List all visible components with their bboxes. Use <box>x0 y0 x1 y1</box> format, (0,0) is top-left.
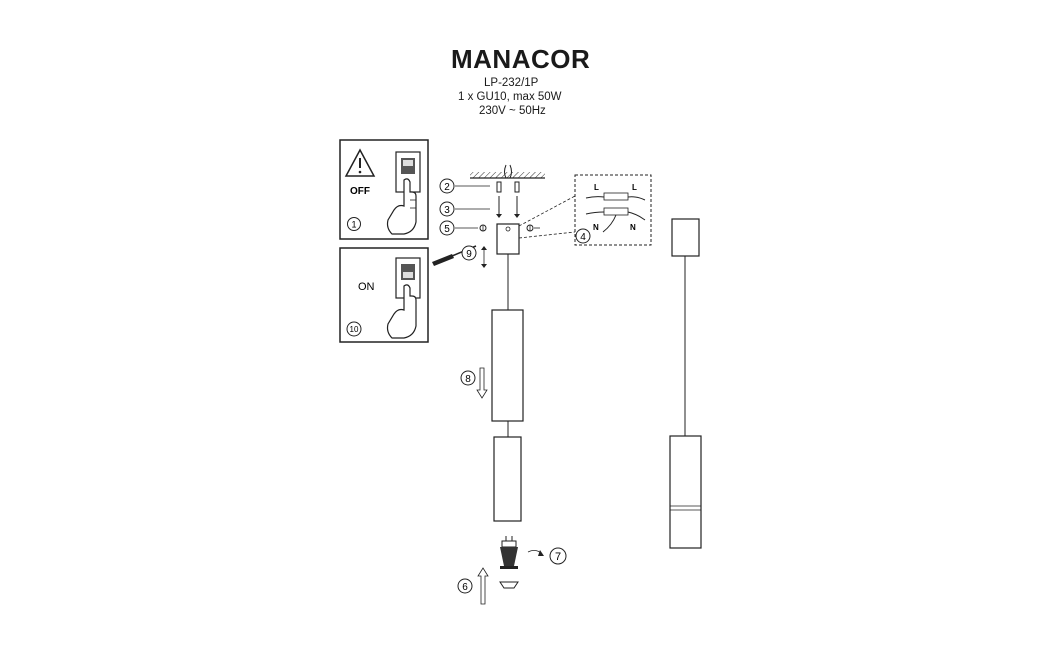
product-title: MANACOR <box>451 44 591 74</box>
warning-icon <box>344 148 376 177</box>
off-step-number: 1 <box>351 220 356 230</box>
svg-text:9: 9 <box>466 249 472 260</box>
neutral-label-left: N <box>593 223 599 232</box>
wall-plugs <box>496 181 520 193</box>
off-label: OFF <box>350 186 370 197</box>
ceiling <box>470 164 545 179</box>
step-6-callout: 6 <box>457 567 489 605</box>
step-5-callout: 5 <box>439 220 478 236</box>
neutral-label-right: N <box>630 223 636 232</box>
svg-text:7: 7 <box>555 551 561 563</box>
bulb-spec: 1 x GU10, max 50W <box>458 91 562 103</box>
lamp-ring <box>499 581 519 589</box>
svg-text:3: 3 <box>444 205 450 216</box>
hand-icon <box>386 178 417 235</box>
step-7-callout: 7 <box>527 547 567 565</box>
power-on-panel: ON 10 <box>339 247 429 343</box>
step-8-callout: 8 <box>460 367 488 399</box>
model-number: LP-232/1P <box>484 77 539 89</box>
exploded-lamp <box>491 254 524 522</box>
voltage-spec: 230V ~ 50Hz <box>479 105 546 117</box>
canopy <box>496 223 520 255</box>
on-step-number: 10 <box>350 325 359 334</box>
live-label-right: L <box>632 183 637 192</box>
bulb-icon <box>500 536 518 569</box>
step-3-callout: 3 <box>439 201 490 217</box>
power-off-panel: OFF 1 <box>339 139 429 240</box>
hand-icon <box>386 284 417 339</box>
canopy-screws <box>479 224 540 232</box>
live-label-left: L <box>594 183 599 192</box>
screws <box>496 196 520 218</box>
assembled-lamp <box>669 218 702 549</box>
svg-text:2: 2 <box>444 182 450 193</box>
step-9-callout: 9 <box>461 245 487 268</box>
step-4-number: 4 <box>580 232 586 243</box>
svg-text:8: 8 <box>465 374 471 385</box>
step-2-callout: 2 <box>439 178 490 194</box>
svg-text:6: 6 <box>462 582 468 593</box>
wiring-detail: L L N N 4 <box>518 174 652 246</box>
on-label: ON <box>358 281 375 293</box>
svg-text:5: 5 <box>444 224 450 235</box>
